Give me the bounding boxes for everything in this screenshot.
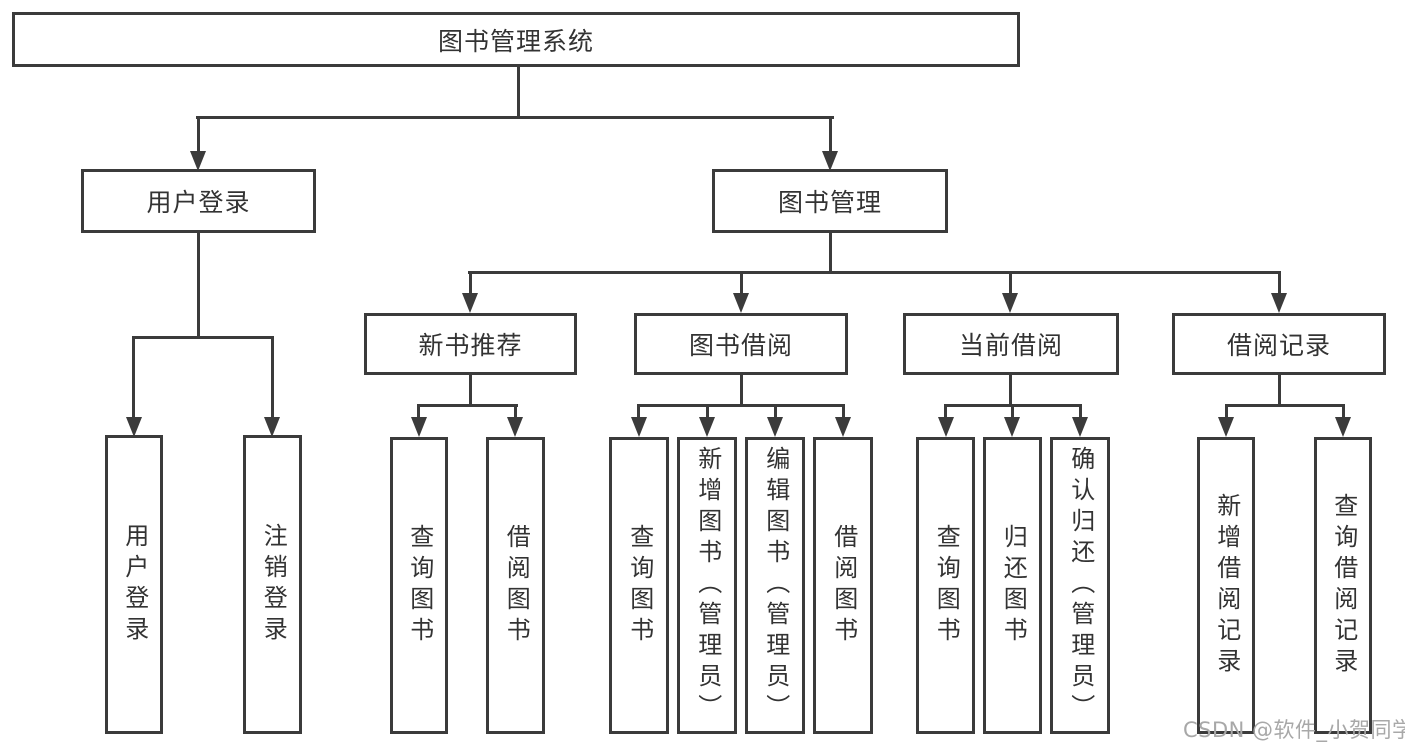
arrow-down-icon [699, 417, 715, 437]
leaf-add-books-admin: 新增图书（管理员） [677, 437, 737, 734]
leaf-query-books-2-label: 查询图书 [625, 523, 654, 648]
node-current-borrowing: 当前借阅 [903, 313, 1119, 375]
leaf-confirm-return-admin-label: 确认归还（管理员） [1066, 446, 1095, 725]
arrow-down-icon [1004, 417, 1020, 437]
connector-line [944, 407, 947, 420]
arrow-down-icon [1218, 417, 1234, 437]
arrow-down-icon [938, 417, 954, 437]
connector-line [1009, 274, 1012, 296]
connector-line [637, 404, 845, 407]
leaf-query-books-3: 查询图书 [916, 437, 975, 734]
connector-line [774, 407, 777, 420]
arrow-down-icon [1072, 417, 1088, 437]
connector-line [417, 407, 420, 420]
leaf-query-borrow-record-label: 查询借阅记录 [1329, 492, 1358, 679]
arrow-down-icon [1271, 293, 1287, 313]
arrow-down-icon [767, 417, 783, 437]
connector-line [197, 119, 200, 154]
connector-line [517, 67, 520, 119]
leaf-borrow-books-1-label: 借阅图书 [502, 523, 531, 648]
leaf-query-books-2: 查询图书 [609, 437, 669, 734]
connector-line [469, 274, 472, 296]
leaf-borrow-books-2: 借阅图书 [813, 437, 873, 734]
node-book-borrowing: 图书借阅 [634, 313, 848, 375]
connector-line [1011, 407, 1014, 420]
arrow-down-icon [264, 417, 280, 437]
leaf-return-books-label: 归还图书 [999, 523, 1028, 648]
connector-line [1225, 407, 1228, 420]
leaf-user-login-label: 用户登录 [120, 522, 149, 647]
arrow-down-icon [822, 151, 838, 171]
connector-line [829, 233, 832, 274]
node-user-login-label: 用户登录 [146, 188, 251, 217]
arrow-down-icon [411, 417, 427, 437]
leaf-borrow-books-1: 借阅图书 [486, 437, 545, 734]
connector-line [637, 407, 640, 420]
connector-line [706, 407, 709, 420]
node-book-borrowing-label: 图书借阅 [688, 331, 793, 360]
arrow-down-icon [1002, 293, 1018, 313]
node-user-login: 用户登录 [81, 169, 316, 233]
connector-line [740, 375, 743, 407]
connector-line [514, 407, 517, 420]
arrow-down-icon [507, 417, 523, 437]
connector-line [469, 375, 472, 407]
arrow-down-icon [631, 417, 647, 437]
connector-line [1225, 404, 1345, 407]
connector-line [740, 274, 743, 296]
node-current-borrowing-label: 当前借阅 [958, 331, 1063, 360]
leaf-query-books-1-label: 查询图书 [405, 523, 434, 648]
node-root: 图书管理系统 [12, 12, 1020, 67]
arrow-down-icon [190, 151, 206, 171]
arrow-down-icon [126, 417, 142, 437]
leaf-add-borrow-record-label: 新增借阅记录 [1212, 492, 1241, 679]
node-root-label: 图书管理系统 [437, 26, 594, 56]
leaf-add-borrow-record: 新增借阅记录 [1197, 437, 1255, 734]
connector-line [132, 339, 135, 420]
leaf-user-login: 用户登录 [105, 435, 163, 734]
node-borrowing-records-label: 借阅记录 [1226, 331, 1331, 360]
connector-line [468, 271, 1281, 274]
leaf-edit-books-admin: 编辑图书（管理员） [745, 437, 805, 734]
connector-line [1009, 375, 1012, 407]
leaf-edit-books-admin-label: 编辑图书（管理员） [761, 446, 790, 725]
connector-line [944, 404, 1082, 407]
connector-line [417, 404, 518, 407]
leaf-return-books: 归还图书 [983, 437, 1042, 734]
leaf-query-borrow-record: 查询借阅记录 [1314, 437, 1372, 734]
arrow-down-icon [733, 293, 749, 313]
arrow-down-icon [835, 417, 851, 437]
leaf-logout: 注销登录 [243, 435, 302, 734]
connector-line [842, 407, 845, 420]
csdn-watermark: CSDN @软件_小贺同学 [1183, 718, 1405, 742]
node-book-management: 图书管理 [712, 169, 948, 233]
node-new-book-recommend-label: 新书推荐 [418, 331, 523, 360]
connector-line [1278, 375, 1281, 407]
leaf-borrow-books-2-label: 借阅图书 [829, 523, 858, 648]
node-new-book-recommend: 新书推荐 [364, 313, 577, 375]
connector-line [197, 233, 200, 339]
leaf-query-books-3-label: 查询图书 [932, 523, 961, 648]
connector-line [829, 119, 832, 154]
arrow-down-icon [1335, 417, 1351, 437]
connector-line [1342, 407, 1345, 420]
connector-line [196, 116, 834, 119]
arrow-down-icon [462, 293, 478, 313]
leaf-query-books-1: 查询图书 [390, 437, 448, 734]
leaf-add-books-admin-label: 新增图书（管理员） [693, 446, 722, 725]
connector-line [1079, 407, 1082, 420]
node-borrowing-records: 借阅记录 [1172, 313, 1386, 375]
connector-line [132, 336, 274, 339]
leaf-confirm-return-admin: 确认归还（管理员） [1050, 437, 1110, 734]
connector-line [271, 339, 274, 420]
leaf-logout-label: 注销登录 [259, 522, 288, 647]
node-book-management-label: 图书管理 [777, 188, 882, 217]
connector-line [1278, 274, 1281, 296]
